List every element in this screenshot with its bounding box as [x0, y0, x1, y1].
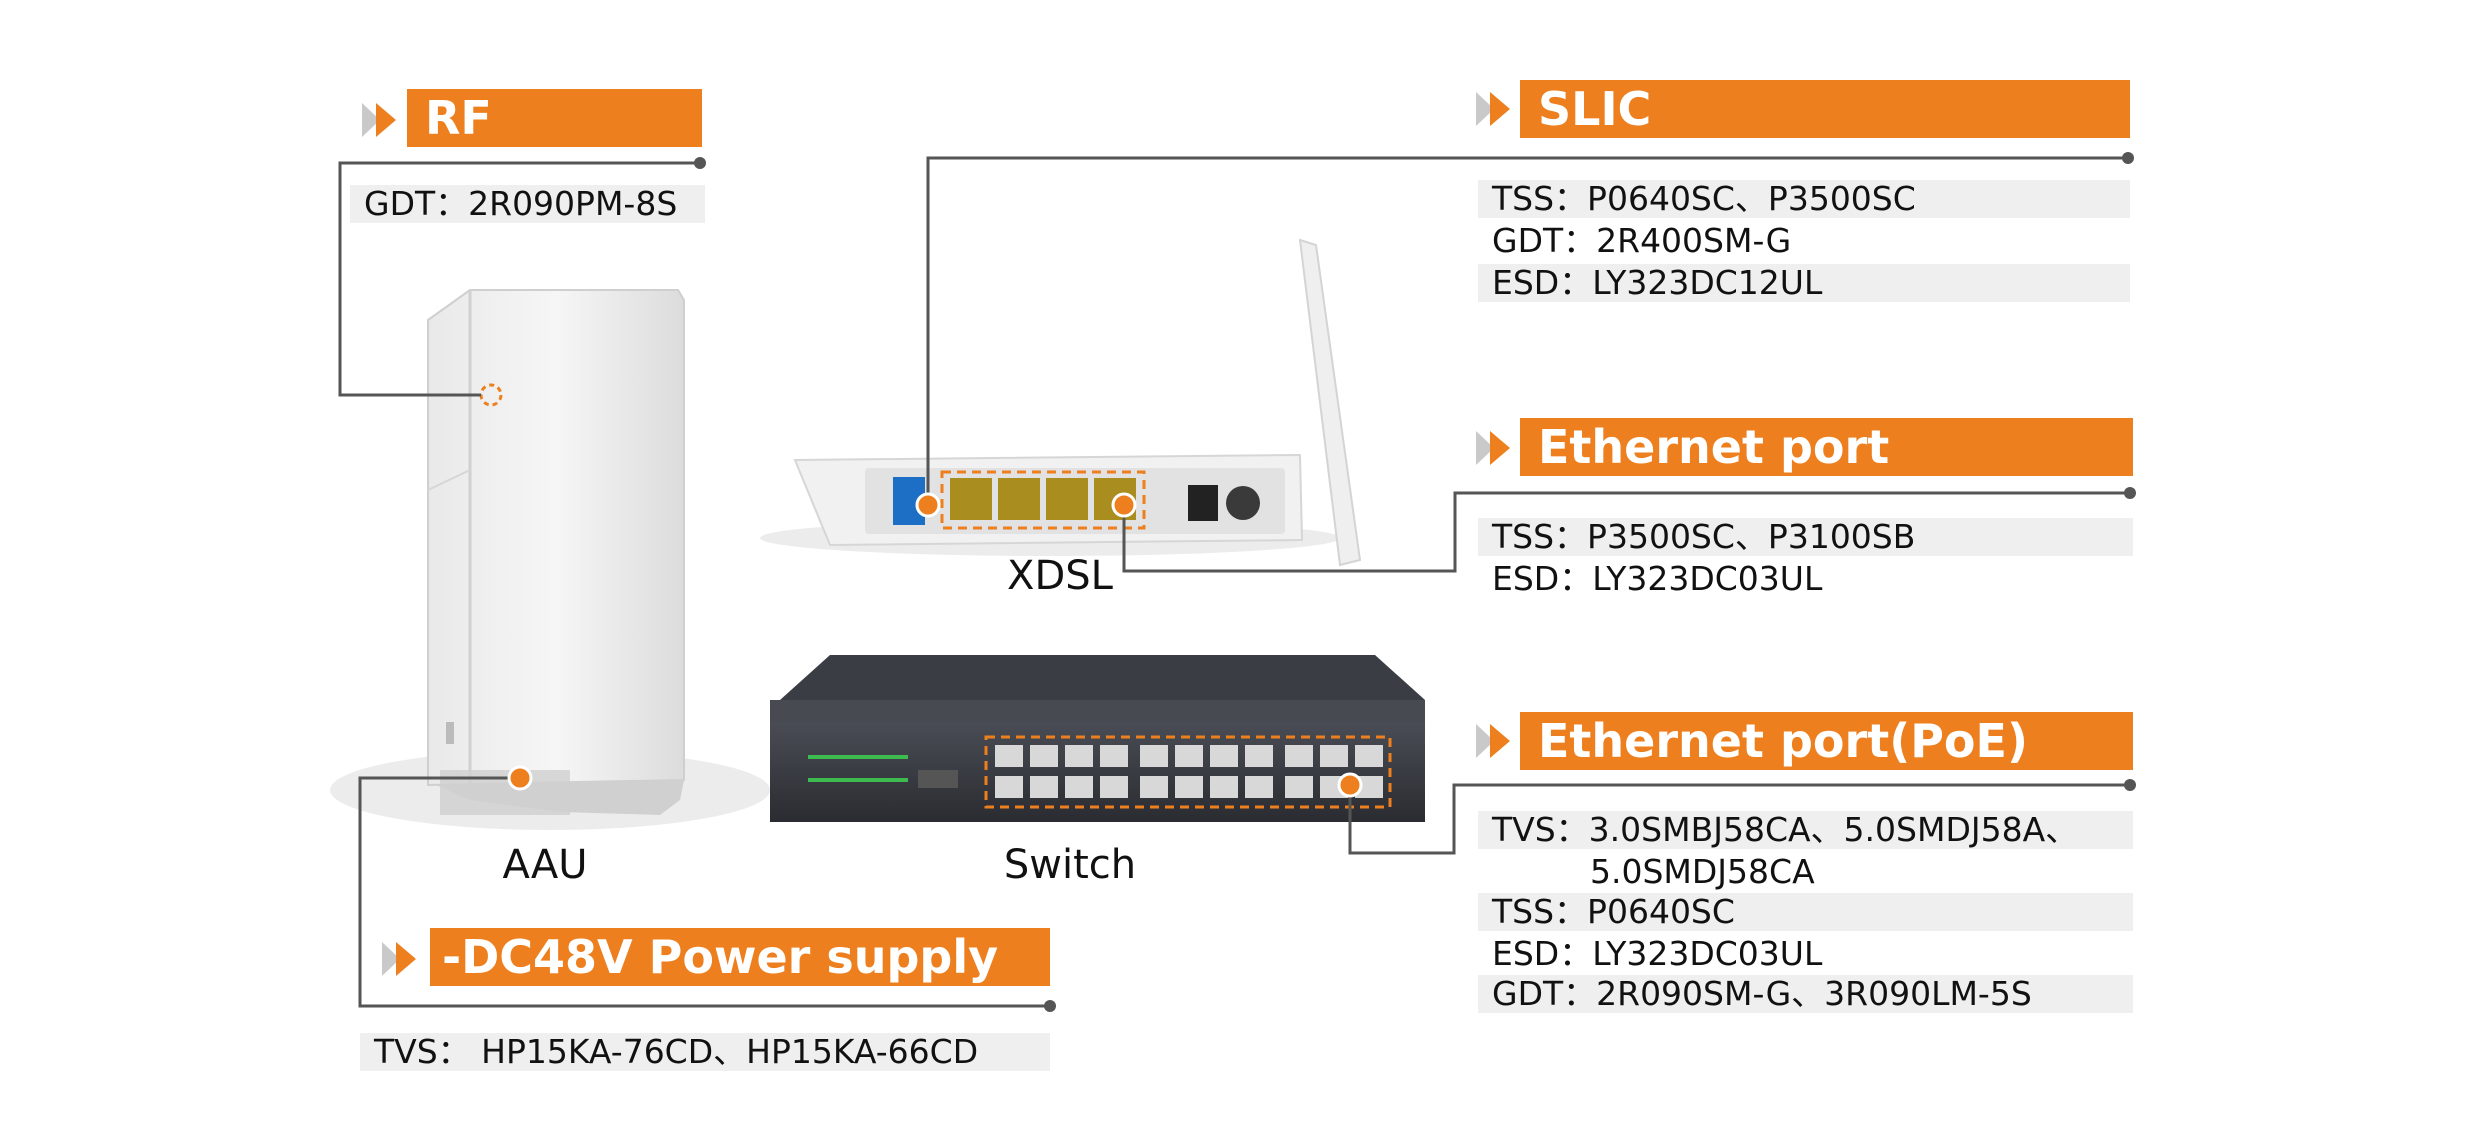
xdsl-ports-highlight — [940, 470, 1146, 530]
ethernet-item: ESD：LY323DC03UL — [1492, 559, 1823, 598]
poe-item: TSS：P0640SC — [1478, 893, 2133, 931]
xdsl-router-image — [760, 238, 1362, 567]
chevron-icon — [382, 942, 416, 976]
leader-poe — [1348, 783, 2130, 855]
chevron-icon — [1476, 724, 1510, 758]
slic-item: ESD：LY323DC12UL — [1478, 264, 2130, 302]
chevron-icon — [1476, 431, 1510, 465]
rf-item: GDT：2R090PM-8S — [350, 185, 705, 223]
slic-item: TSS：P0640SC、P3500SC — [1478, 180, 2130, 218]
rf-title: RF — [407, 89, 702, 147]
leader-slic — [926, 156, 2128, 505]
chevron-icon — [1476, 92, 1510, 126]
slic-title: SLIC — [1520, 80, 2130, 138]
slic-item: GDT：2R400SM-G — [1492, 221, 1792, 260]
switch-poe-port-marker — [1337, 772, 1363, 798]
leader-power — [358, 776, 1050, 1008]
switch-ports-highlight — [984, 735, 1392, 809]
leader-rf — [338, 161, 700, 397]
poe-item: 5.0SMDJ58CA — [1590, 852, 1815, 891]
switch-leds — [808, 755, 958, 788]
aau-label: AAU — [502, 842, 588, 888]
xdsl-dsl-port-marker — [915, 492, 941, 518]
power-title: -DC48V Power supply — [430, 928, 1050, 986]
poe-title: Ethernet port(PoE) — [1520, 712, 2133, 770]
xdsl-eth-port-marker — [1111, 492, 1137, 518]
aau-device-image — [330, 289, 770, 830]
power-item: TVS： HP15KA-76CD、HP15KA-66CD — [360, 1033, 1050, 1071]
poe-item: ESD：LY323DC03UL — [1492, 934, 1823, 973]
ethernet-item: TSS：P3500SC、P3100SB — [1478, 518, 2133, 556]
xdsl-label: XDSL — [1007, 553, 1113, 599]
chevron-icon — [362, 103, 396, 137]
switch-image — [770, 655, 1425, 822]
switch-label: Switch — [1003, 842, 1137, 888]
ethernet-title: Ethernet port — [1520, 418, 2133, 476]
poe-item: TVS：3.0SMBJ58CA、5.0SMDJ58A、 — [1478, 811, 2133, 849]
leader-ethernet — [1122, 491, 2130, 573]
aau-power-port-marker — [507, 765, 533, 791]
poe-item: GDT：2R090SM-G、3R090LM-5S — [1478, 975, 2133, 1013]
